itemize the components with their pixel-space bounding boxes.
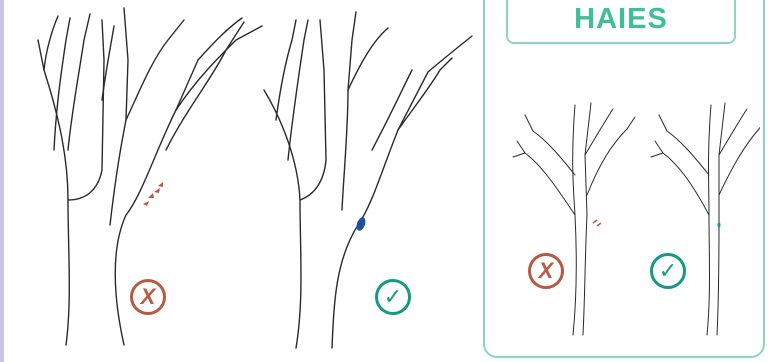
left-border xyxy=(0,0,4,362)
cross-icon: X xyxy=(130,279,166,315)
cut-mark-right xyxy=(355,216,367,232)
cut-marks-wrong xyxy=(143,182,163,206)
checkmark-icon: ✓ xyxy=(375,279,411,315)
hedge-cut-right xyxy=(718,222,721,228)
hedge-tree-right xyxy=(651,103,760,335)
tree-right-pruning xyxy=(264,12,472,348)
hedge-tree-wrong xyxy=(513,103,635,335)
hedge-trees-illustration xyxy=(495,95,760,345)
cross-icon: X xyxy=(528,253,564,289)
haies-title: HAIES xyxy=(506,0,736,44)
checkmark-icon: ✓ xyxy=(650,253,686,289)
hedge-cut-wrong xyxy=(593,220,601,226)
